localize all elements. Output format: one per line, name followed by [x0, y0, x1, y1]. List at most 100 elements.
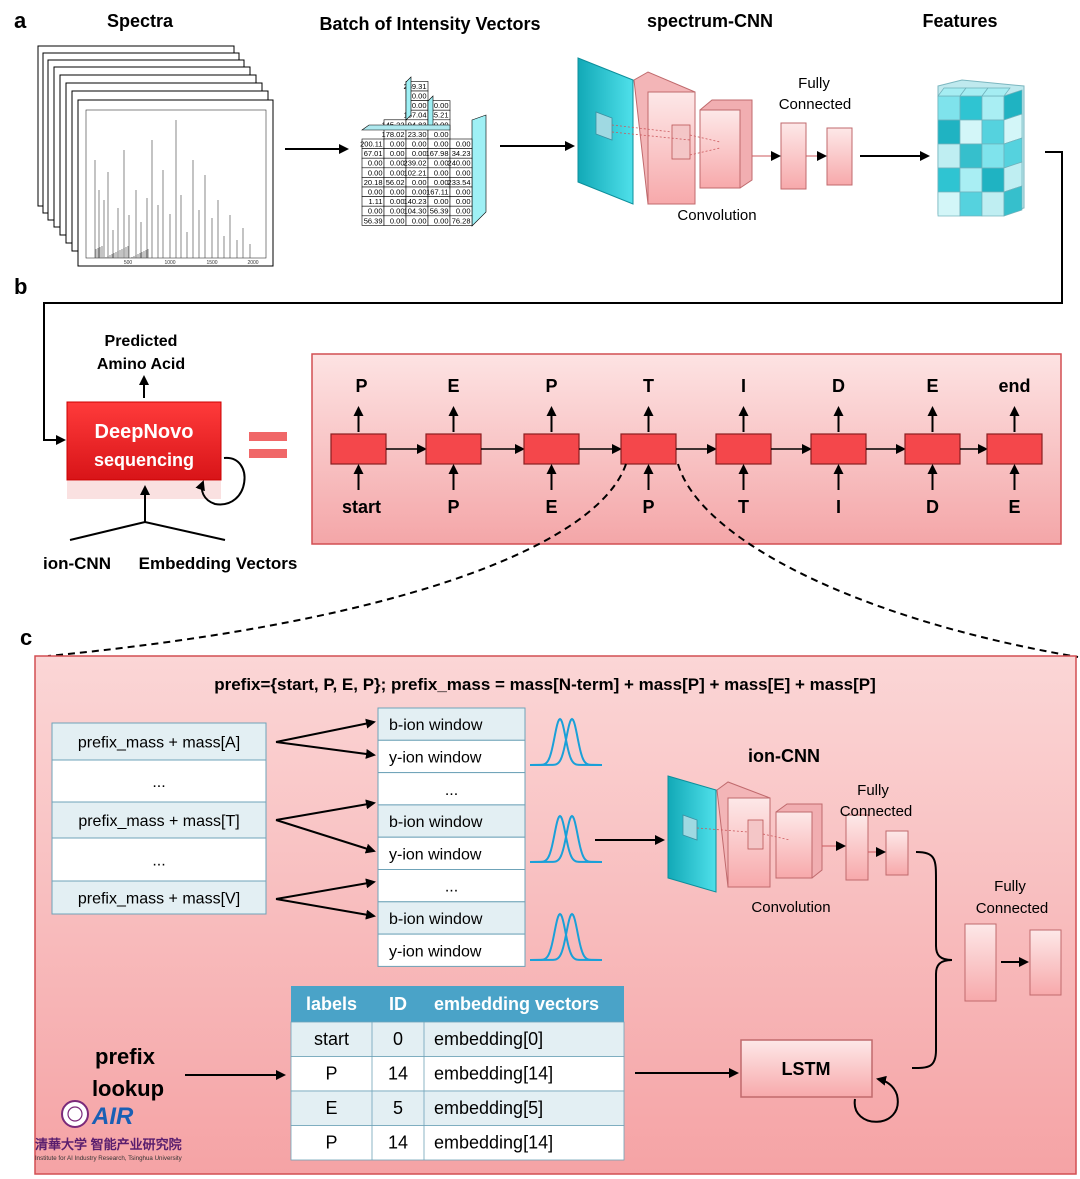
gaussian-curve [529, 814, 603, 863]
matrix-value: 240.00 [448, 159, 471, 168]
matrix-value: 0.00 [368, 188, 383, 197]
input-token: T [738, 497, 749, 517]
prefix-lookup-1: prefix [95, 1044, 156, 1069]
cube-cell [959, 119, 983, 145]
ion-window-row [377, 739, 526, 774]
table-header-cell: embedding vectors [434, 994, 599, 1014]
air-logo: AIR 清華大学 智能产业研究院 Institute for AI Indust… [35, 1100, 183, 1162]
table-cell: start [314, 1029, 349, 1049]
ion-window-label: y-ion window [389, 846, 482, 863]
spectra-stack: 500 1000 1500 2000 [37, 45, 274, 267]
logo-subtitle: Institute for AI Industry Research, Tsin… [35, 1155, 183, 1162]
output-token: T [643, 376, 654, 396]
table-header [291, 986, 624, 1022]
feature-cube [937, 79, 1025, 217]
matrix-value: 0.00 [390, 168, 405, 177]
gaussian-curve [529, 912, 603, 961]
ion-window-label: b-ion window [389, 717, 483, 734]
svg-text:2000: 2000 [247, 260, 258, 266]
matrix-value: 0.00 [434, 159, 449, 168]
predicted-label-2: Amino Acid [97, 356, 185, 373]
table-cell: 14 [388, 1133, 408, 1153]
mass-row [51, 722, 267, 761]
matrix-value: 167.04 [404, 111, 427, 120]
ion-cnn: ion-CNN Fully Connected Convolution [667, 746, 913, 916]
matrix-value: 0.00 [434, 168, 449, 177]
mass-row [51, 759, 267, 803]
table-cell: 5 [393, 1098, 403, 1118]
matrix-side [471, 114, 487, 227]
panel-c-label: c [20, 625, 32, 650]
output-token: E [447, 376, 459, 396]
lstm-cell [810, 433, 867, 465]
gaussian-curve [529, 717, 603, 766]
matrix-value: 0.00 [456, 197, 471, 206]
deepnovo-subtitle: sequencing [94, 450, 194, 470]
air-wordmark: AIR [91, 1103, 134, 1130]
prefix-lookup-2: lookup [92, 1076, 164, 1101]
dashed-link-left [47, 463, 627, 657]
fully-connected-label-c1: Fully [857, 782, 889, 799]
equals-sign-bottom [249, 449, 287, 458]
cube-cell [937, 143, 961, 169]
spectrum-peaks [94, 120, 251, 258]
table-row [290, 1090, 625, 1126]
lstm-label: LSTM [782, 1059, 831, 1079]
ion-window-row [377, 933, 526, 967]
lstm-cell [425, 433, 482, 465]
ion-window-row [377, 707, 526, 741]
lstm-cell [986, 433, 1043, 465]
matrix-value: 0.00 [456, 168, 471, 177]
dashed-link-right [677, 463, 1079, 658]
matrix-value: 67.01 [364, 149, 383, 158]
matrix-value: 0.00 [434, 178, 449, 187]
deepnovo-box: DeepNovo sequencing [66, 401, 246, 506]
matrix-value: 0.00 [390, 140, 405, 149]
matrix-top-face [361, 124, 451, 131]
ion-window-row [377, 869, 526, 903]
output-token: I [741, 376, 746, 396]
mass-row-label: ... [152, 774, 165, 791]
matrix-value: 0.00 [390, 188, 405, 197]
svg-text:500: 500 [124, 260, 133, 266]
matrix-value: 0.00 [434, 140, 449, 149]
lstm-cell [715, 433, 772, 465]
matrix-value: 0.00 [412, 140, 427, 149]
table-cell: embedding[0] [434, 1029, 543, 1049]
cube-side [1003, 185, 1023, 217]
table-cell: P [325, 1064, 337, 1084]
mass-row [51, 880, 267, 915]
intensity-matrix: 259.310.000.000.00167.0445.21145.2294.83… [360, 76, 487, 227]
batch-title: Batch of Intensity Vectors [319, 14, 540, 34]
matrix-value: 0.00 [390, 207, 405, 216]
output-token: D [832, 376, 845, 396]
table-cell: embedding[14] [434, 1064, 553, 1084]
panel-b-label: b [14, 274, 27, 299]
cube-cell [981, 191, 1005, 217]
matrix-cell [449, 215, 473, 226]
matrix-value: 0.00 [412, 101, 427, 110]
ion-cnn-title: ion-CNN [748, 746, 820, 766]
matrix-value: 0.00 [368, 159, 383, 168]
fc-box-1 [964, 923, 997, 1002]
matrix-value: 178.02 [382, 130, 405, 139]
ion-window-label: ... [445, 879, 458, 896]
ion-window-row [377, 901, 526, 935]
cube-cell [937, 119, 961, 145]
output-token: end [998, 376, 1030, 396]
fully-connected-label-c2: Connected [840, 803, 913, 820]
features-title: Features [922, 11, 997, 31]
mass-to-window-arrows [275, 718, 376, 920]
svg-text:1500: 1500 [206, 260, 217, 266]
ion-window-row [377, 836, 526, 871]
ion-window-label: ... [445, 782, 458, 799]
cube-cell [937, 95, 961, 121]
matrix-value: 259.31 [404, 82, 427, 91]
matrix-value: 0.00 [368, 168, 383, 177]
matrix-value: 0.00 [390, 216, 405, 225]
matrix-value: 34.23 [452, 149, 471, 158]
input-token: E [1008, 497, 1020, 517]
matrix-value: 0.00 [456, 140, 471, 149]
